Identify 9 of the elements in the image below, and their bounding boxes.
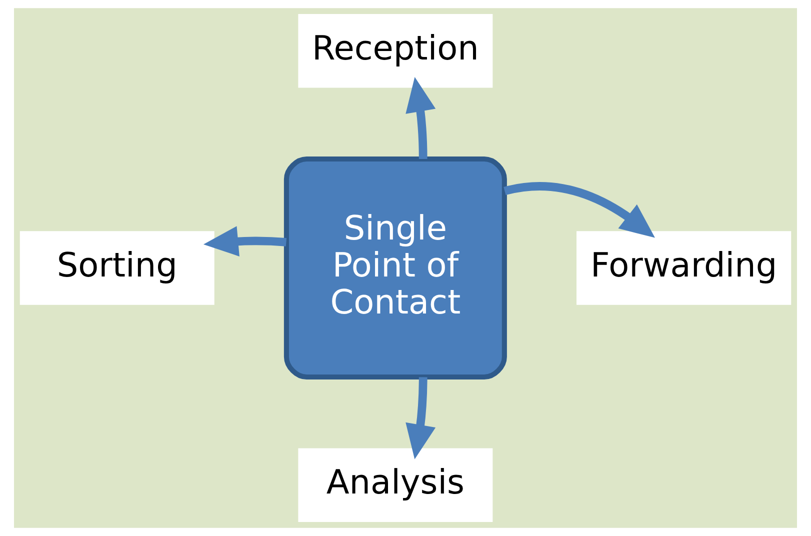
arrow: [504, 182, 655, 238]
node-box: Reception: [298, 14, 493, 88]
arrow: [203, 226, 287, 256]
node-box: Sorting: [20, 231, 214, 305]
node-box: Single Point of Contact: [284, 156, 507, 380]
arrow: [406, 77, 436, 160]
node-box: Analysis: [298, 448, 493, 522]
node-box: Forwarding: [576, 231, 792, 305]
arrow: [406, 377, 436, 460]
